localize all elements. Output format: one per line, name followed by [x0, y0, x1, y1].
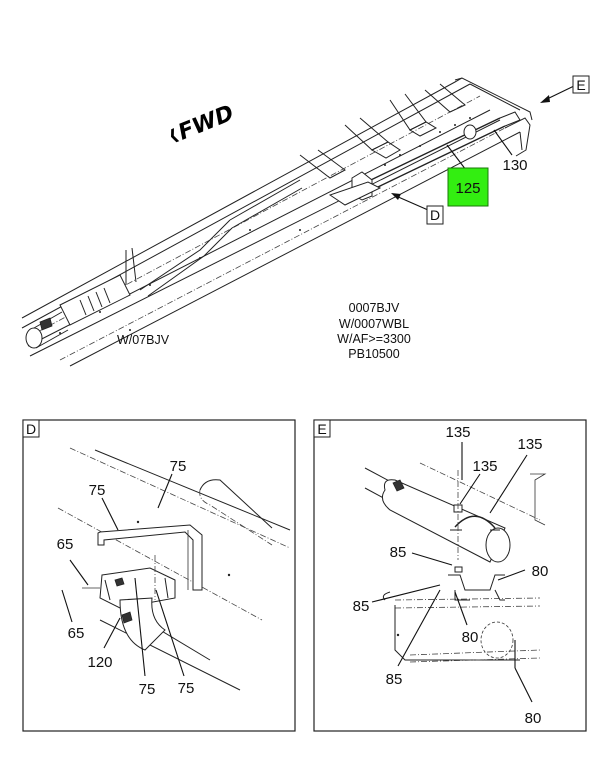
view-ref-e-label: E: [576, 77, 585, 93]
chassis-frame-drawing: [21, 77, 533, 367]
leader-line: [514, 667, 533, 703]
highlight-box-125[interactable]: [447, 167, 489, 207]
leader-line-130: [493, 129, 513, 156]
detail-view-e: E: [313, 419, 587, 732]
leader-line: [397, 589, 441, 667]
detail-view-d: D: [22, 419, 296, 732]
applicability-note: 0007BJV W/0007WBL W/AF>=3300 PB10500: [337, 301, 411, 361]
detail-e-title: E: [317, 421, 326, 437]
arrow-head-icon: [540, 95, 550, 103]
callout-label-135[interactable]: 135: [472, 458, 497, 475]
callout-label-75[interactable]: 75: [139, 681, 156, 698]
callout-label-85[interactable]: 85: [353, 598, 370, 615]
detail-d-frame: [22, 419, 296, 732]
note-line: PB10500: [348, 347, 399, 361]
detail-e-callouts: 135 135 135 85 80 85 80 85 80: [353, 424, 549, 727]
callout-label-135[interactable]: 135: [517, 436, 542, 453]
view-ref-d-label: D: [430, 207, 440, 223]
callout-label-75[interactable]: 75: [89, 482, 106, 499]
leader-line: [61, 589, 73, 623]
callout-label-120[interactable]: 120: [87, 654, 112, 671]
leader-line: [459, 473, 481, 505]
leader-line: [103, 617, 121, 649]
fwd-label: FWD: [175, 101, 238, 146]
callout-label-75[interactable]: 75: [170, 458, 187, 475]
view-ref-e-box[interactable]: [572, 75, 590, 94]
callout-label-135[interactable]: 135: [445, 424, 470, 441]
callout-125[interactable]: 125: [446, 144, 489, 207]
detail-d-title: D: [26, 421, 36, 437]
leader-line: [454, 591, 468, 626]
leader-line: [157, 473, 173, 509]
leader-line: [101, 497, 119, 531]
callout-label-80[interactable]: 80: [525, 710, 542, 727]
leader-line: [155, 589, 185, 677]
view-ref-d-box[interactable]: [426, 205, 444, 225]
note-line: 0007BJV: [349, 301, 400, 315]
leader-line: [134, 577, 146, 677]
leader-line: [411, 552, 453, 566]
forward-direction-marker: FWD: [171, 101, 238, 146]
leader-line: [489, 454, 528, 514]
note-line: W/AF>=3300: [337, 332, 411, 346]
forward-arrow-icon: [171, 128, 180, 143]
note-w07bjv: W/07BJV: [117, 333, 170, 347]
view-ref-e[interactable]: E: [540, 75, 590, 103]
callout-label-125: 125: [455, 180, 480, 197]
view-ref-e-arrow-line: [544, 85, 575, 101]
leader-line: [69, 559, 89, 586]
detail-d-title-box: [22, 419, 40, 438]
callout-label-75[interactable]: 75: [178, 680, 195, 697]
leader-line: [497, 569, 526, 581]
detail-e-title-box: [313, 419, 331, 438]
callout-130[interactable]: 130: [493, 129, 528, 174]
leader-line-125: [446, 144, 467, 171]
callout-label-85[interactable]: 85: [390, 544, 407, 561]
callout-label-80[interactable]: 80: [462, 629, 479, 646]
view-ref-d[interactable]: D: [391, 193, 444, 225]
view-ref-d-arrow-line: [395, 195, 429, 211]
callout-label-65[interactable]: 65: [57, 536, 74, 553]
callout-label-65[interactable]: 65: [68, 625, 85, 642]
callout-label-85[interactable]: 85: [386, 671, 403, 688]
callout-label-80[interactable]: 80: [532, 563, 549, 580]
note-line: W/0007WBL: [339, 317, 409, 331]
arrow-head-icon: [391, 193, 401, 200]
callout-label-130: 130: [502, 157, 527, 174]
detail-d-callouts: 75 75 65 65 120 75 75: [57, 458, 195, 698]
leader-line: [371, 584, 441, 603]
